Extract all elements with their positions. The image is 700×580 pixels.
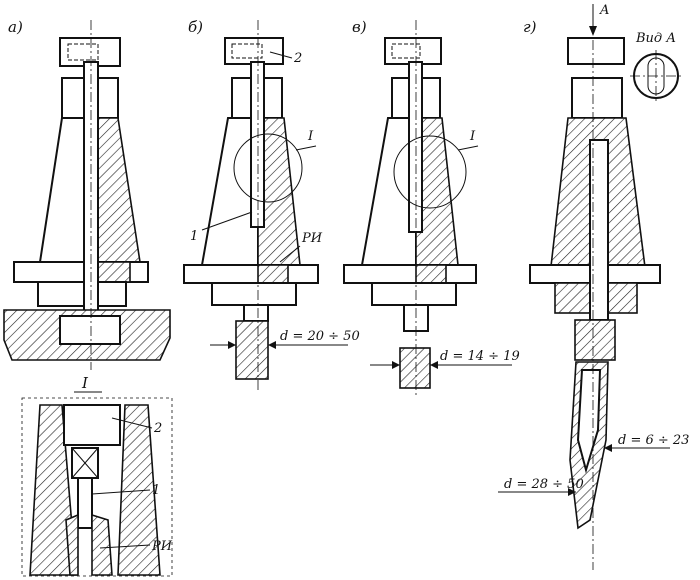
view-a-label: а) — [8, 18, 23, 36]
view-v-cap — [384, 37, 442, 65]
view-b: б) 2 I 1 РИ d = 20 ÷ 50 — [183, 18, 360, 390]
view-b-flange — [183, 264, 319, 284]
view-v: в) I d = 14 ÷ 19 — [343, 18, 520, 395]
view-b-callout-1: 1 — [190, 229, 198, 244]
view-v-dimension: d = 14 ÷ 19 — [440, 349, 520, 364]
view-a-taper-left — [38, 117, 91, 263]
detail-I-label: I — [81, 374, 89, 392]
view-g-dimension-upper: d = 6 ÷ 23 — [618, 433, 689, 448]
view-b-label: б) — [188, 18, 203, 36]
detail-callout-ri: РИ — [151, 539, 173, 554]
view-b-rod — [250, 61, 265, 228]
view-v-rod — [408, 61, 423, 233]
detail-callout-2: 2 — [153, 421, 162, 436]
view-b-callout-ri: РИ — [301, 231, 323, 246]
view-v-tool — [399, 347, 431, 389]
view-b-detail-circle — [233, 133, 303, 203]
view-v-flange — [343, 264, 477, 284]
view-b-tool — [235, 320, 269, 380]
view-g-cap — [567, 37, 625, 65]
view-g-dimension-lower: d = 28 ÷ 50 — [504, 477, 584, 492]
view-b-detail-ref: I — [307, 129, 314, 144]
detail-wall-right — [117, 404, 161, 576]
detail-callout-1: 1 — [152, 483, 160, 498]
view-g-label: г) — [523, 18, 537, 36]
view-v-detail-circle — [393, 135, 467, 209]
view-g: г) A Вид А d = 6 ÷ 23 d = 28 ÷ 50 — [498, 3, 689, 570]
view-g-nut — [571, 77, 623, 119]
detail-I: I 2 1 РИ — [21, 374, 173, 577]
view-a: а) — [3, 18, 171, 370]
view-b-callout-2: 2 — [293, 51, 302, 66]
view-v-label: в) — [352, 18, 367, 36]
detail-frame — [21, 397, 173, 577]
view-v-detail-ref: I — [469, 129, 476, 144]
view-b-taper-left — [200, 117, 259, 266]
detail-rod — [77, 477, 93, 529]
arrow-a-label: A — [599, 3, 609, 18]
vid-a-label: Вид А — [635, 31, 676, 46]
view-v-taper-left — [360, 117, 417, 266]
view-b-cap — [224, 37, 284, 65]
view-b-dimension: d = 20 ÷ 50 — [280, 329, 360, 344]
